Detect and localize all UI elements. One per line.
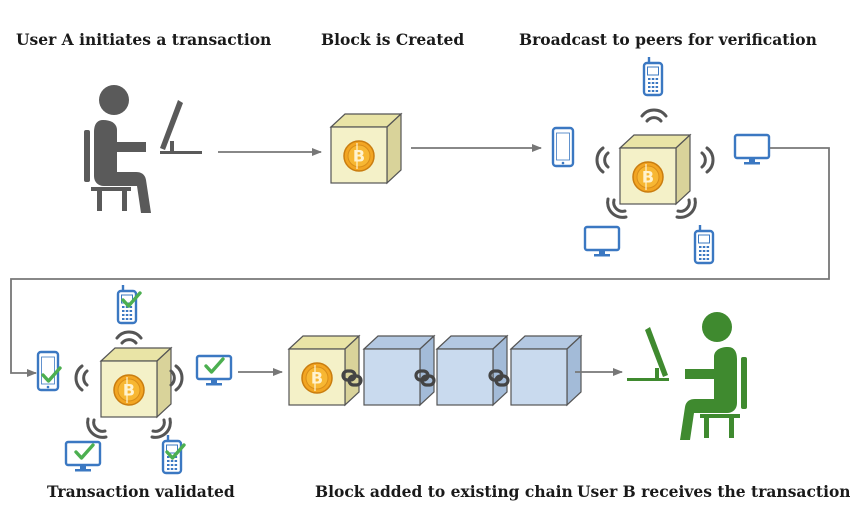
step-label-block-created: Block is Created xyxy=(321,30,465,49)
signal-waves-icon xyxy=(675,197,697,219)
broadcast-cluster xyxy=(551,55,771,265)
smartphone-icon xyxy=(36,350,60,392)
chain-block xyxy=(510,335,582,406)
step-label-initiate: User A initiates a transaction xyxy=(16,30,272,49)
step-label-broadcast: Broadcast to peers for verification xyxy=(519,30,817,49)
person-at-computer-icon xyxy=(84,85,202,213)
step-label-validated: Transaction validated xyxy=(47,482,235,501)
blockchain-chain xyxy=(289,335,582,406)
block-cube-icon xyxy=(101,348,171,417)
block-cube-icon xyxy=(620,135,690,204)
signal-waves-icon xyxy=(86,417,108,439)
desktop-monitor-icon xyxy=(583,225,621,258)
desktop-monitor-icon xyxy=(733,133,771,166)
signal-waves-icon xyxy=(115,330,143,345)
signal-waves-icon xyxy=(595,146,610,174)
signal-waves-icon xyxy=(640,108,668,123)
step-label-block-added: Block added to existing chain xyxy=(315,482,573,501)
signal-waves-icon xyxy=(700,146,715,174)
step-label-receive: User B receives the transaction xyxy=(577,482,850,501)
block-cube-icon xyxy=(331,114,401,183)
person-at-computer-icon xyxy=(627,312,747,440)
smartphone-icon xyxy=(551,126,575,168)
cellphone-icon xyxy=(693,223,715,265)
cellphone-icon xyxy=(642,55,664,97)
flow-connector xyxy=(10,147,830,377)
signal-waves-icon xyxy=(169,364,184,392)
signal-waves-icon xyxy=(150,417,172,439)
validated-cluster xyxy=(36,283,233,475)
signal-waves-icon xyxy=(74,364,89,392)
